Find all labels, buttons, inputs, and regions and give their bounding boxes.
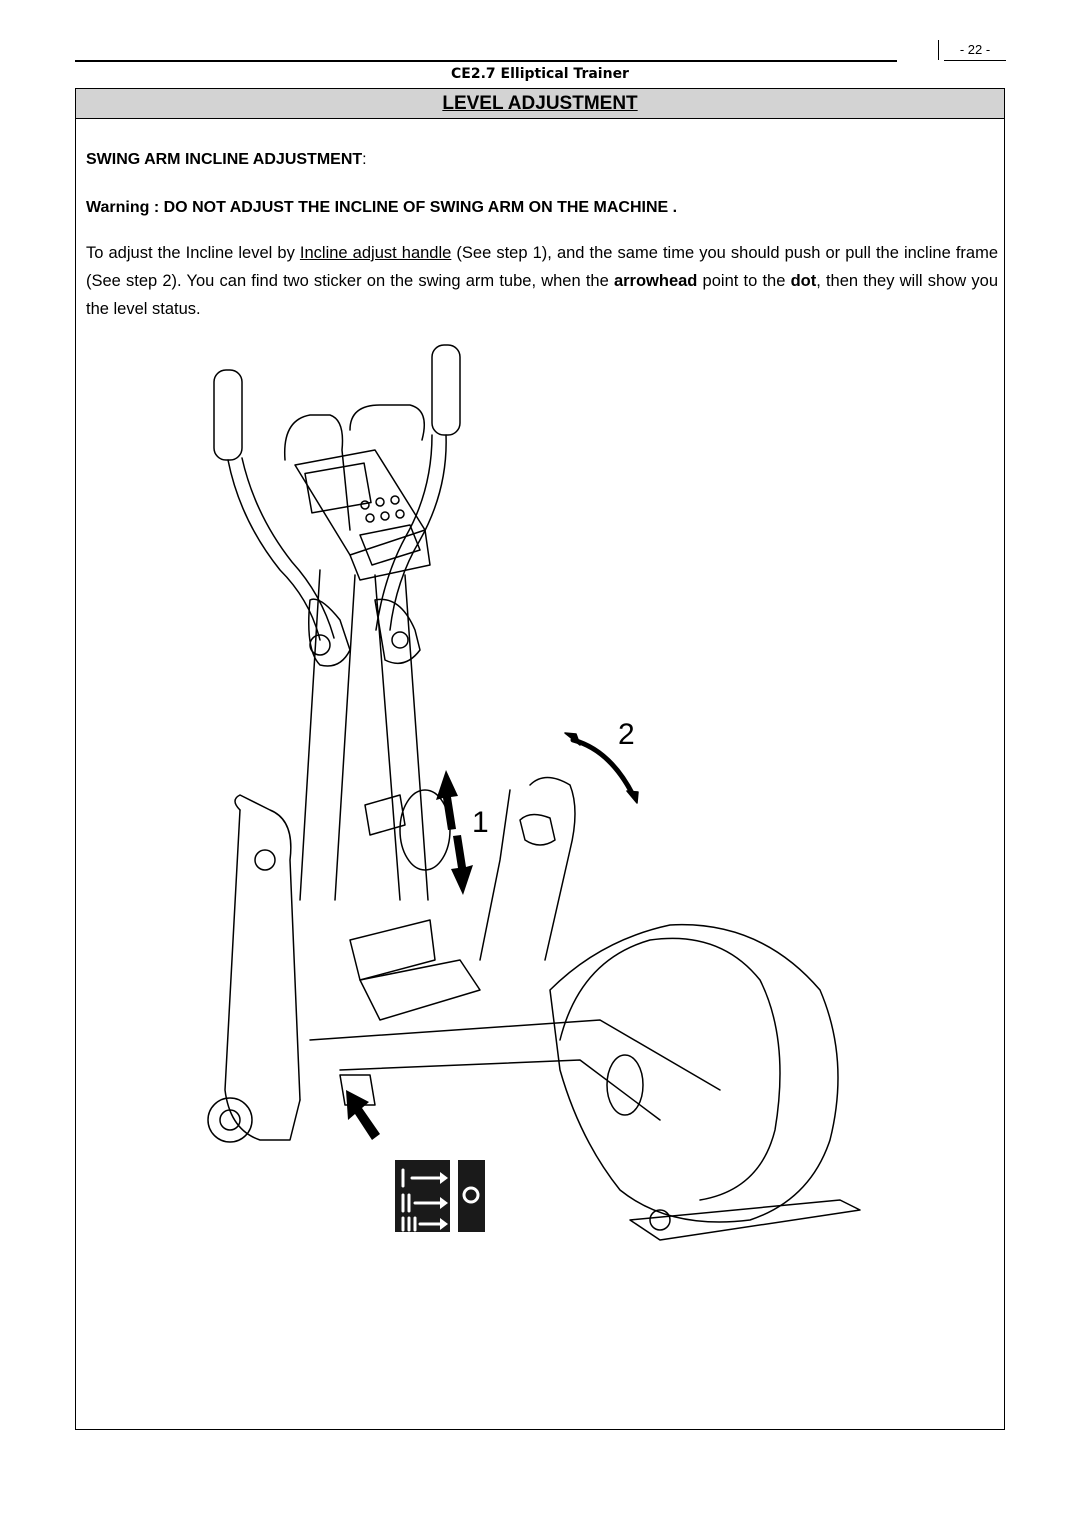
step-2-label: 2 xyxy=(618,718,635,751)
step-2-arrow xyxy=(564,732,639,804)
subheading-colon: : xyxy=(362,151,367,168)
header-rule xyxy=(75,60,897,62)
pedals xyxy=(349,919,481,1021)
arrowhead-term: arrowhead xyxy=(613,272,698,290)
page-number-rule xyxy=(944,60,1006,61)
step-1-arrow xyxy=(436,770,473,895)
section-title: LEVEL ADJUSTMENT xyxy=(442,93,638,114)
base-and-flywheel xyxy=(207,923,861,1241)
section-header-bar: LEVEL ADJUSTMENT xyxy=(76,89,1004,119)
console xyxy=(294,449,431,581)
handlebars xyxy=(213,344,461,641)
body-text-1: To adjust the Incline level by xyxy=(86,244,300,262)
instruction-paragraph: To adjust the Incline level by Incline a… xyxy=(86,239,998,323)
warning-text: Warning : DO NOT ADJUST THE INCLINE OF S… xyxy=(86,199,678,216)
body-text-2: (See step 1), and the same time you shou… xyxy=(86,244,998,290)
swing-arms xyxy=(224,776,576,1141)
body-text-4: , then they will show you the level stat… xyxy=(86,272,998,318)
dot-term: dot xyxy=(790,272,817,290)
body-text-3: point to the xyxy=(697,272,791,290)
elliptical-trainer-illustration xyxy=(207,344,861,1241)
step-1-label: 1 xyxy=(472,806,489,839)
subheading: SWING ARM INCLINE ADJUSTMENT: xyxy=(86,151,367,169)
incline-adjust-handle xyxy=(364,789,451,871)
page-number: - 22 - xyxy=(959,42,991,57)
incline-handle-reference: Incline adjust handle xyxy=(299,244,452,262)
page-number-divider xyxy=(938,40,939,60)
level-stickers xyxy=(395,1160,485,1232)
document-title: CE2.7 Elliptical Trainer xyxy=(451,66,629,82)
frame-mast xyxy=(299,569,429,901)
subheading-text: SWING ARM INCLINE ADJUSTMENT xyxy=(86,151,363,168)
content-frame: LEVEL ADJUSTMENT SWING ARM INCLINE ADJUS… xyxy=(75,88,1005,1430)
sticker-pointer-arrow xyxy=(346,1090,380,1140)
